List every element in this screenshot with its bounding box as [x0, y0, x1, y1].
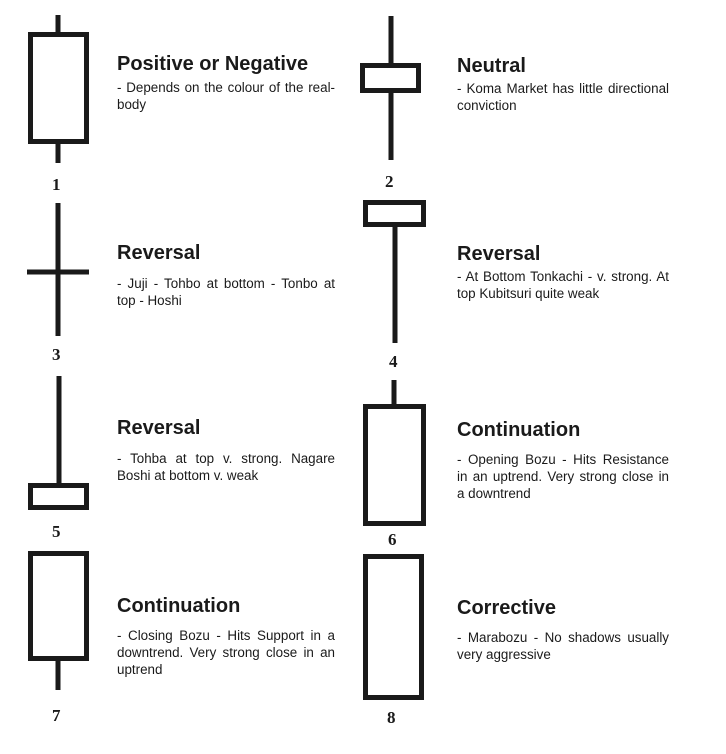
candle-number: 2 [385, 172, 394, 191]
candle-description: - Opening Bozu - Hits Resistance in an u… [457, 452, 669, 501]
candle-title: Neutral [457, 55, 526, 77]
candle-number: 8 [387, 708, 396, 727]
candle-number: 5 [52, 522, 61, 541]
candle-description: - Tohba at top v. strong. Nagare Boshi a… [117, 451, 335, 483]
candle-number: 7 [52, 706, 61, 725]
candle-title: Reversal [117, 417, 201, 439]
candle-description: - Koma Market has little directional con… [457, 81, 669, 113]
candle-description: - Marabozu - No shadows usually very agg… [457, 630, 669, 662]
candle-description: - Juji - Tohbo at bottom - Tonbo at top … [117, 276, 335, 308]
candle-title: Positive or Negative [117, 53, 309, 75]
candle-title: Reversal [457, 243, 541, 265]
candle-title: Reversal [117, 242, 201, 264]
candle-number: 4 [389, 352, 398, 371]
candle-description: - At Bottom Tonkachi - v. strong. At top… [457, 269, 669, 301]
candle-title: Continuation [457, 419, 581, 441]
candle-title: Continuation [117, 595, 241, 617]
candle-description: - Closing Bozu - Hits Support in a downt… [117, 628, 335, 677]
candle-description: - Depends on the colour of the real-body [117, 80, 335, 112]
candle-number: 1 [52, 175, 61, 194]
candle-title: Corrective [457, 597, 556, 619]
candle-number: 3 [52, 345, 61, 364]
candle-number: 6 [388, 530, 397, 549]
